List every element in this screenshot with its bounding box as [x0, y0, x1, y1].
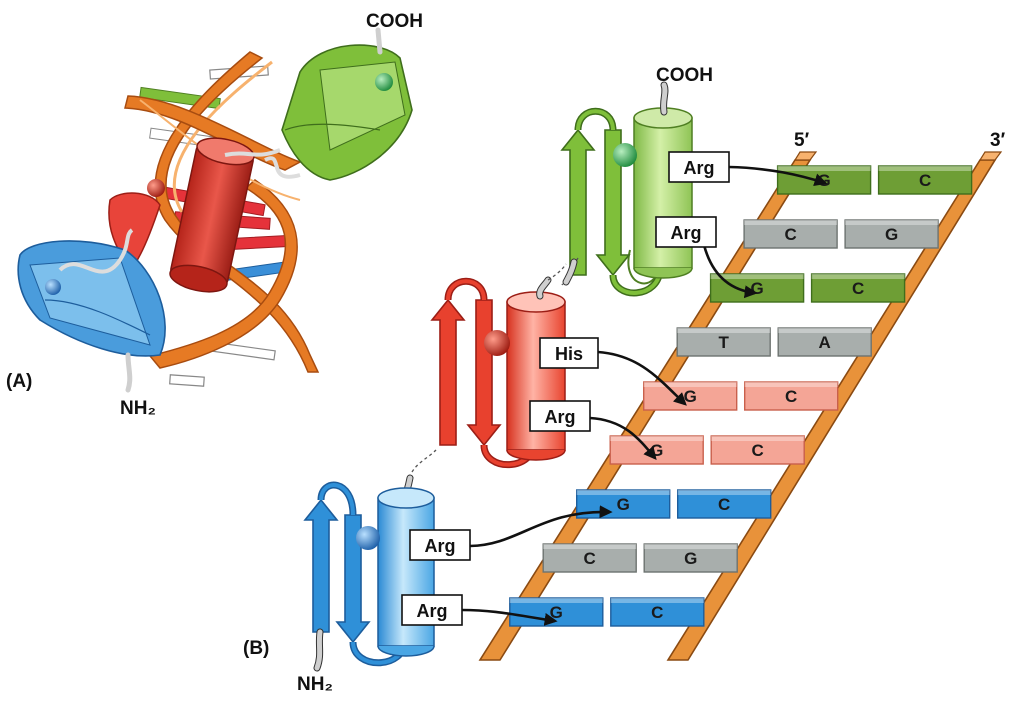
panel-a-ribbon-model [17, 27, 413, 393]
base-block-left [542, 543, 637, 573]
panel-a-label: (A) [6, 371, 32, 392]
base-letter-right: G [885, 225, 898, 244]
green-zinc-finger-3d [264, 27, 413, 181]
red-beta-strand-up [430, 298, 466, 446]
red-zinc-finger [400, 263, 567, 502]
base-letter-right: C [919, 171, 931, 190]
base-letter-right: C [852, 279, 864, 298]
base-block-left [643, 381, 738, 411]
base-block-right [844, 219, 939, 249]
base-letter-right: C [651, 603, 663, 622]
residue-label-arg-blue-2: Arg [401, 594, 463, 626]
green-zinc-ion [613, 143, 637, 167]
base-block-right [677, 489, 772, 519]
base-letter-left: C [784, 225, 796, 244]
five-prime-label: 5′ [794, 130, 810, 151]
residue-label-arg-red: Arg [529, 400, 591, 432]
panel-b-label: (B) [243, 638, 269, 659]
base-block-left [743, 219, 838, 249]
base-letter-left: G [750, 279, 763, 298]
green-zinc-finger [560, 81, 693, 297]
svg-text:His: His [555, 344, 583, 364]
residue-label-his-red: His [539, 337, 599, 369]
residue-contacts: Arg Arg His Arg Arg Arg [401, 151, 828, 626]
panel-b-cooh-label: COOH [656, 65, 713, 86]
base-block-left [676, 327, 771, 357]
base-letter-right: G [684, 549, 697, 568]
base-letter-right: C [752, 441, 764, 460]
base-block-right [744, 381, 839, 411]
base-block-right [643, 543, 738, 573]
base-letter-left: G [650, 441, 663, 460]
svg-text:Arg: Arg [671, 223, 702, 243]
base-block-right [710, 435, 805, 465]
svg-text:Arg: Arg [417, 601, 448, 621]
base-block-left [609, 435, 704, 465]
residue-label-arg-green-2: Arg [655, 216, 717, 248]
three-prime-label: 3′ [990, 130, 1006, 151]
green-beta-strand-up [560, 128, 596, 276]
blue-beta-strand-up [303, 498, 339, 633]
panel-a-nh2-label: NH₂ [120, 398, 156, 419]
base-block-right [810, 273, 906, 303]
blue-zinc-finger [303, 481, 435, 672]
base-block-right [610, 597, 705, 627]
red-zinc-finger-3d [108, 137, 281, 293]
svg-text:Arg: Arg [425, 536, 456, 556]
base-letter-left: T [719, 333, 730, 352]
base-letter-right: C [718, 495, 730, 514]
svg-text:Arg: Arg [545, 407, 576, 427]
svg-text:Arg: Arg [684, 158, 715, 178]
base-letter-right: A [819, 333, 831, 352]
residue-label-arg-green-1: Arg [668, 151, 730, 183]
residue-label-arg-blue-1: Arg [409, 529, 471, 561]
base-block-right [877, 165, 973, 195]
base-letter-right: C [785, 387, 797, 406]
panel-b-nh2-label: NH₂ [297, 674, 333, 695]
base-letter-left: G [684, 387, 697, 406]
red-zinc-ion [484, 330, 510, 356]
blue-zinc-finger-3d [17, 228, 166, 393]
base-letter-left: G [617, 495, 630, 514]
panel-a-cooh-label: COOH [366, 11, 423, 32]
base-letter-left: C [584, 549, 596, 568]
blue-zinc-ion [356, 526, 380, 550]
dna-backbones [124, 51, 320, 373]
base-block-left [576, 489, 671, 519]
base-letter-left: G [550, 603, 563, 622]
base-block-right [777, 327, 872, 357]
red-beta-strand-down [466, 299, 502, 447]
